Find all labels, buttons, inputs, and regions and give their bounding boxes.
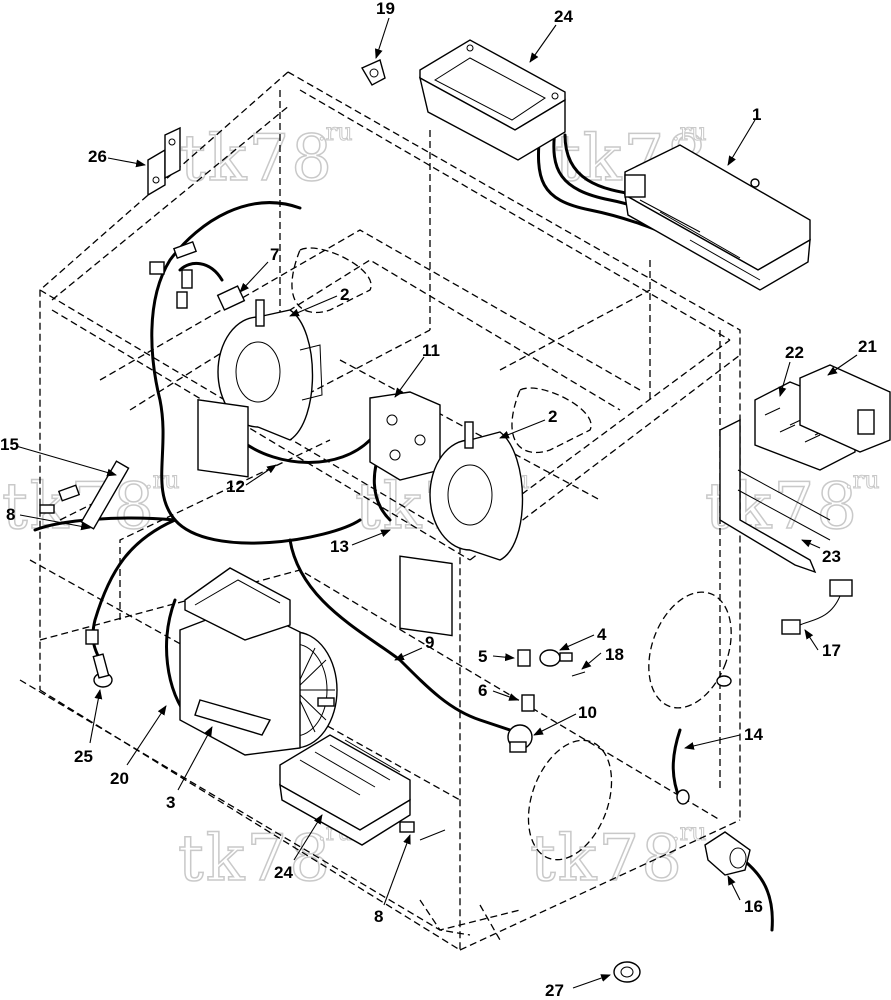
callout-10: 10: [578, 703, 597, 722]
relay-bracket: [719, 418, 831, 574]
watermark-suffix: .ru: [318, 118, 353, 146]
callout-2-upper: 2: [340, 285, 349, 304]
thermostat-part: [507, 724, 533, 753]
callout-2-middle: 2: [548, 407, 557, 426]
callout-24-lower: 24: [274, 863, 293, 882]
callout-16: 16: [744, 897, 763, 916]
grommet: [613, 961, 641, 983]
callout-17: 17: [822, 641, 841, 660]
callout-13: 13: [330, 537, 349, 556]
connector-17: [781, 579, 853, 635]
callout-3: 3: [166, 793, 175, 812]
connector-plug: [149, 240, 246, 311]
callout-20: 20: [110, 769, 129, 788]
callout-11: 11: [422, 341, 440, 360]
callout-7: 7: [270, 245, 279, 264]
watermark-text: tk78: [178, 822, 332, 896]
callout-12: 12: [226, 477, 245, 496]
callout-5: 5: [478, 647, 487, 666]
watermark-suffix: .ru: [672, 118, 707, 146]
callout-26: 26: [88, 147, 107, 166]
callout-8-lower: 8: [374, 907, 383, 926]
callout-9: 9: [425, 633, 434, 652]
mounting-bracket: [147, 126, 181, 197]
callout-25: 25: [74, 747, 93, 766]
watermark-suffix: .ru: [845, 466, 880, 494]
watermark-text: tk78: [2, 470, 156, 544]
watermark-text: tk78: [180, 122, 334, 196]
callout-21: 21: [858, 337, 877, 356]
control-box-lower: [279, 734, 411, 846]
ring-terminal: [85, 629, 113, 688]
relay-blocks: [754, 364, 891, 471]
power-cord-relief: [704, 831, 751, 876]
clip-part: [360, 59, 386, 86]
callout-27: 27: [545, 981, 564, 1000]
drive-motor: [179, 567, 338, 756]
callout-leaders: [15, 17, 858, 989]
mounting-plate: [369, 391, 441, 481]
callout-24-upper: 24: [554, 7, 573, 26]
motor-upper: [197, 299, 323, 478]
callout-4: 4: [597, 625, 607, 644]
callout-22: 22: [785, 343, 804, 362]
callout-1: 1: [752, 105, 761, 124]
callout-6: 6: [478, 681, 487, 700]
callout-14: 14: [744, 725, 763, 744]
callout-8-left: 8: [6, 505, 15, 524]
callout-23: 23: [822, 547, 841, 566]
watermark-text: tk78: [530, 822, 684, 896]
control-box-upper: [418, 39, 566, 161]
callout-19: 19: [376, 0, 395, 18]
motor-middle: [399, 421, 524, 637]
controller-board: [624, 144, 811, 291]
fuse-lower: [399, 821, 446, 841]
small-switch-parts: [517, 649, 586, 712]
callout-15: 15: [0, 435, 19, 454]
watermark-suffix: .ru: [672, 818, 707, 846]
callout-18: 18: [605, 645, 624, 664]
ground-strap: [676, 675, 732, 805]
